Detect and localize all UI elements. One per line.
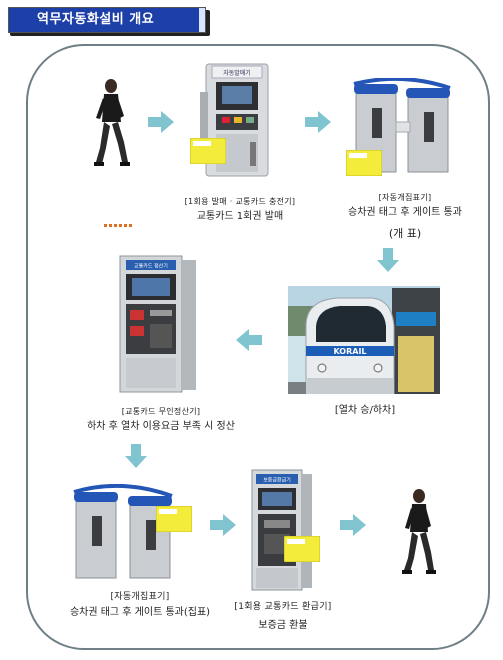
- walking-person-figure-start: [88, 78, 132, 174]
- page-title: 역무자동화설비 개요: [9, 8, 205, 32]
- ticket-machine-desc: 교통카드 1회권 발매: [196, 211, 284, 222]
- fare-adjust-desc: 하차 후 열차 이용요금 부족 시 정산: [87, 421, 235, 432]
- gate-exit-desc: 승차권 태그 후 게이트 통과(집표): [69, 607, 211, 618]
- gate-entry-tag: [자동개집표기]: [378, 193, 432, 202]
- flow-arrow-3-down: [377, 248, 399, 272]
- title-box: 역무자동화설비 개요: [8, 7, 206, 33]
- korail-logo: KORAIL: [333, 347, 366, 356]
- fare-adjust-tag: [교통카드 무인정산기]: [121, 407, 201, 416]
- caption-refund: [1회용 교통카드 환급기] 보증금 환불: [218, 600, 348, 633]
- korail-train-photo: KORAIL: [288, 286, 440, 398]
- flow-arrow-5-down: [125, 444, 147, 468]
- caption-gate-exit: [자동개집표기] 승차권 태그 후 게이트 통과(집표): [50, 590, 230, 620]
- gate-entry-desc: 승차권 태그 후 게이트 통과: [348, 207, 462, 218]
- refund-desc: 보증금 환불: [258, 620, 308, 631]
- deposit-refund-machine: 보증금환급기: [248, 468, 314, 596]
- refund-screen-label: 보증금환급기: [263, 477, 291, 484]
- train-caption: [열차 승/하차]: [334, 405, 396, 416]
- decorative-dash: [104, 224, 132, 227]
- flow-arrow-7: [340, 514, 366, 536]
- automatic-fare-gate-exit: [70, 483, 180, 586]
- flow-arrow-1: [148, 111, 174, 133]
- machine-screen-label: 자동발매기: [223, 69, 251, 77]
- flow-arrow-2: [305, 111, 331, 133]
- caption-gate-entry: [자동개집표기] 승차권 태그 후 게이트 통과 (개 표): [330, 190, 480, 241]
- walking-person-figure-end: [398, 488, 438, 582]
- transit-card-3: [155, 505, 193, 536]
- fare-adjustment-machine: 교통카드 정산기: [118, 254, 198, 398]
- adjust-screen-label: 교통카드 정산기: [134, 263, 168, 270]
- caption-fare-adjust: [교통카드 무인정산기] 하차 후 열차 이용요금 부족 시 정산: [66, 404, 256, 434]
- gate-exit-tag: [자동개집표기]: [110, 592, 170, 602]
- transit-card-2: [345, 149, 383, 180]
- flow-arrow-4-left: [236, 329, 262, 351]
- refund-tag: [1회용 교통카드 환급기]: [234, 602, 332, 612]
- ticket-machine-tag: [1회용 발매 · 교통카드 충전기]: [184, 197, 296, 206]
- caption-ticket-machine: [1회용 발매 · 교통카드 충전기] 교통카드 1회권 발매: [160, 194, 320, 224]
- transit-card-4: [283, 535, 321, 566]
- transit-card-1: [189, 137, 227, 168]
- flow-arrow-6: [210, 514, 236, 536]
- gate-entry-sub: (개 표): [388, 227, 422, 240]
- caption-train: [열차 승/하차]: [300, 403, 430, 418]
